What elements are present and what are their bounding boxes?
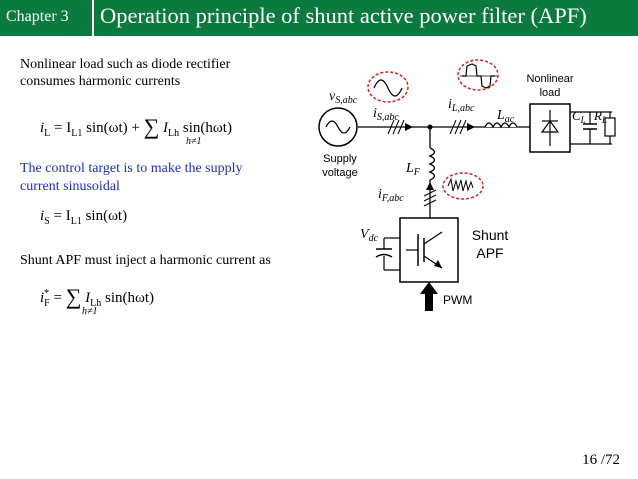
pwm-arrow-head (420, 282, 438, 294)
para1-line2: consumes harmonic currents (20, 74, 181, 89)
shunt-apf-label-line1: Shunt (472, 227, 509, 243)
shunt-apf-label-line2: APF (476, 245, 503, 261)
para3: Shunt APF must inject a harmonic current… (20, 253, 271, 268)
load-waveform-callout (457, 59, 499, 91)
sinusoid-waveform-icon (373, 79, 403, 97)
para1-line1: Nonlinear load such as diode rectifier (20, 57, 231, 72)
lf-inductor-symbol (428, 147, 436, 181)
equation-load-current: iL = IL1 sin(ωt) + ∑ ILh sin(hωt) h≠1 (40, 114, 232, 147)
filter-current-arrow (426, 182, 434, 190)
slide-header: Chapter 3 Operation principle of shunt a… (0, 0, 638, 36)
nonlinear-load-label-line1: Nonlinear (526, 73, 573, 85)
chapter-label: Chapter 3 (6, 8, 69, 25)
equation-supply-current: iS = IL1 sin(ωt) (40, 208, 128, 227)
three-phase-marks-source (387, 119, 405, 135)
three-phase-marks-filter (423, 189, 437, 207)
para2-line1: The control target is to make the supply (20, 161, 243, 176)
rl-label: RL (593, 108, 607, 125)
harmonic-waveform-icon (447, 177, 474, 192)
lac-inductor-symbol (484, 122, 518, 129)
vdc-label: Vdc (360, 227, 379, 244)
equation-apf-current: i*F = ∑ ILh sin(hωt) h≠1 (40, 284, 155, 317)
nonlinear-load-label-line2: load (540, 87, 561, 99)
is-label: iS,abc (373, 106, 399, 123)
supply-voltage-label-line2: voltage (322, 167, 357, 179)
load-current-arrow (467, 123, 475, 131)
sine-wave-icon (325, 120, 351, 134)
source-current-arrow (405, 123, 413, 131)
three-phase-marks-load (449, 119, 467, 135)
if-label: iF,abc (378, 187, 404, 204)
pwm-label: PWM (443, 293, 472, 307)
supply-voltage-label-line1: Supply (323, 153, 357, 165)
lac-label: Lac (496, 108, 515, 125)
il-label: iL,abc (448, 97, 475, 114)
pwm-arrow-shaft (425, 293, 433, 311)
para2-line2: current sinusoidal (20, 179, 120, 194)
page-number: 16 /72 (582, 452, 620, 468)
vs-label: vS,abc (329, 89, 358, 106)
slide-title: Operation principle of shunt active powe… (100, 3, 587, 28)
lf-label: LF (405, 161, 421, 178)
filter-waveform-callout (442, 172, 484, 200)
cl-label: CL (572, 108, 586, 125)
header-divider (92, 0, 94, 36)
supply-waveform-callout (367, 71, 409, 103)
diode-icon (540, 119, 560, 133)
